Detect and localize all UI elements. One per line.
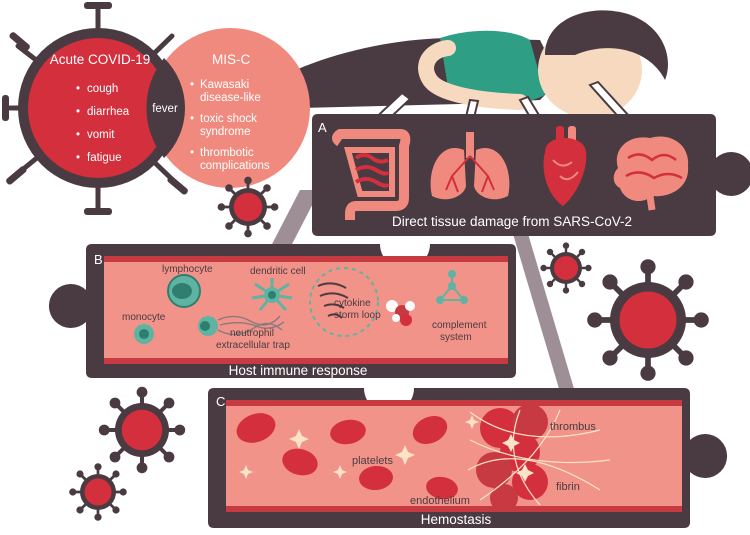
panel-a: A Direct tissue damage from SARS-CoV-2 bbox=[312, 114, 750, 236]
label-dendritic-cell: dendritic cell bbox=[250, 266, 306, 277]
label-cytokine: cytokine bbox=[334, 298, 371, 309]
venn-left-item: cough bbox=[87, 83, 118, 95]
complement-system bbox=[436, 270, 468, 304]
platelets bbox=[239, 415, 479, 479]
panel-caption: Direct tissue damage from SARS-CoV-2 bbox=[392, 214, 632, 229]
venn-left-title: Acute COVID-19 bbox=[50, 52, 151, 67]
label-monocyte: monocyte bbox=[122, 312, 166, 323]
neutrophil-trap bbox=[198, 315, 285, 336]
brain-icon bbox=[613, 136, 689, 211]
lymphocyte-cell bbox=[167, 274, 201, 308]
virus-icon bbox=[99, 387, 185, 473]
venn-virus bbox=[2, 2, 310, 215]
virus-icon bbox=[67, 461, 129, 523]
lungs-icon bbox=[430, 132, 510, 200]
venn-right-item: complications bbox=[200, 160, 270, 172]
thrombus bbox=[467, 404, 611, 512]
venn-left-bullet: • bbox=[76, 106, 80, 118]
red-blood-cells bbox=[236, 413, 458, 500]
label-complement: complement bbox=[432, 320, 487, 331]
venn-right-title: MIS-C bbox=[212, 52, 250, 67]
label-storm-loop: storm loop bbox=[334, 310, 381, 321]
label-thrombus: thrombus bbox=[550, 421, 596, 433]
panel-caption: Host immune response bbox=[229, 363, 368, 378]
monocyte-cell bbox=[134, 324, 154, 344]
venn-left-item: diarrhea bbox=[87, 106, 130, 118]
cytokine-storm-loop bbox=[309, 267, 415, 337]
venn-right-item: thrombotic bbox=[200, 147, 254, 159]
label-extracellular-trap: extracellular trap bbox=[216, 340, 290, 351]
virus-icon bbox=[216, 175, 280, 239]
label-endothelium: endothelium bbox=[410, 495, 470, 507]
venn-left-bullet: • bbox=[76, 83, 80, 95]
panel-letter: B bbox=[94, 252, 103, 267]
panel-letter: A bbox=[318, 120, 327, 135]
intestine-icon bbox=[332, 129, 411, 220]
label-lymphocyte: lymphocyte bbox=[162, 264, 213, 275]
venn-overlap-label: fever bbox=[152, 103, 178, 115]
virus-icon bbox=[539, 241, 593, 295]
venn-left-item: vomit bbox=[87, 129, 115, 141]
panel-caption: Hemostasis bbox=[421, 512, 492, 527]
patient-figure bbox=[250, 10, 668, 118]
venn-right-bullet: • bbox=[190, 113, 194, 125]
venn-right-item: toxic shock bbox=[200, 113, 257, 125]
panel-c: platelets thrombus fibrin endothelium C … bbox=[208, 388, 728, 528]
label-neutrophil: neutrophil bbox=[230, 328, 274, 339]
panel-letter: C bbox=[216, 394, 225, 409]
panel-connectors bbox=[270, 190, 575, 392]
label-fibrin: fibrin bbox=[556, 481, 580, 493]
venn-left-item: fatigue bbox=[87, 152, 122, 164]
venn-right-bullet: • bbox=[190, 79, 194, 91]
panel-b: lymphocyte dendritic cell monocyte neutr… bbox=[48, 244, 516, 378]
venn-right-item: syndrome bbox=[200, 126, 251, 138]
dendritic-cell bbox=[251, 278, 293, 312]
venn-left-bullet: • bbox=[76, 152, 80, 164]
venn-right-item: disease-like bbox=[200, 92, 261, 104]
virus-icon bbox=[587, 259, 709, 381]
label-platelets: platelets bbox=[352, 455, 393, 467]
heart-icon bbox=[543, 126, 587, 206]
venn-left-bullet: • bbox=[76, 129, 80, 141]
venn-right-bullet: • bbox=[190, 147, 194, 159]
label-system: system bbox=[440, 332, 472, 343]
venn-right-item: Kawasaki bbox=[200, 79, 249, 91]
